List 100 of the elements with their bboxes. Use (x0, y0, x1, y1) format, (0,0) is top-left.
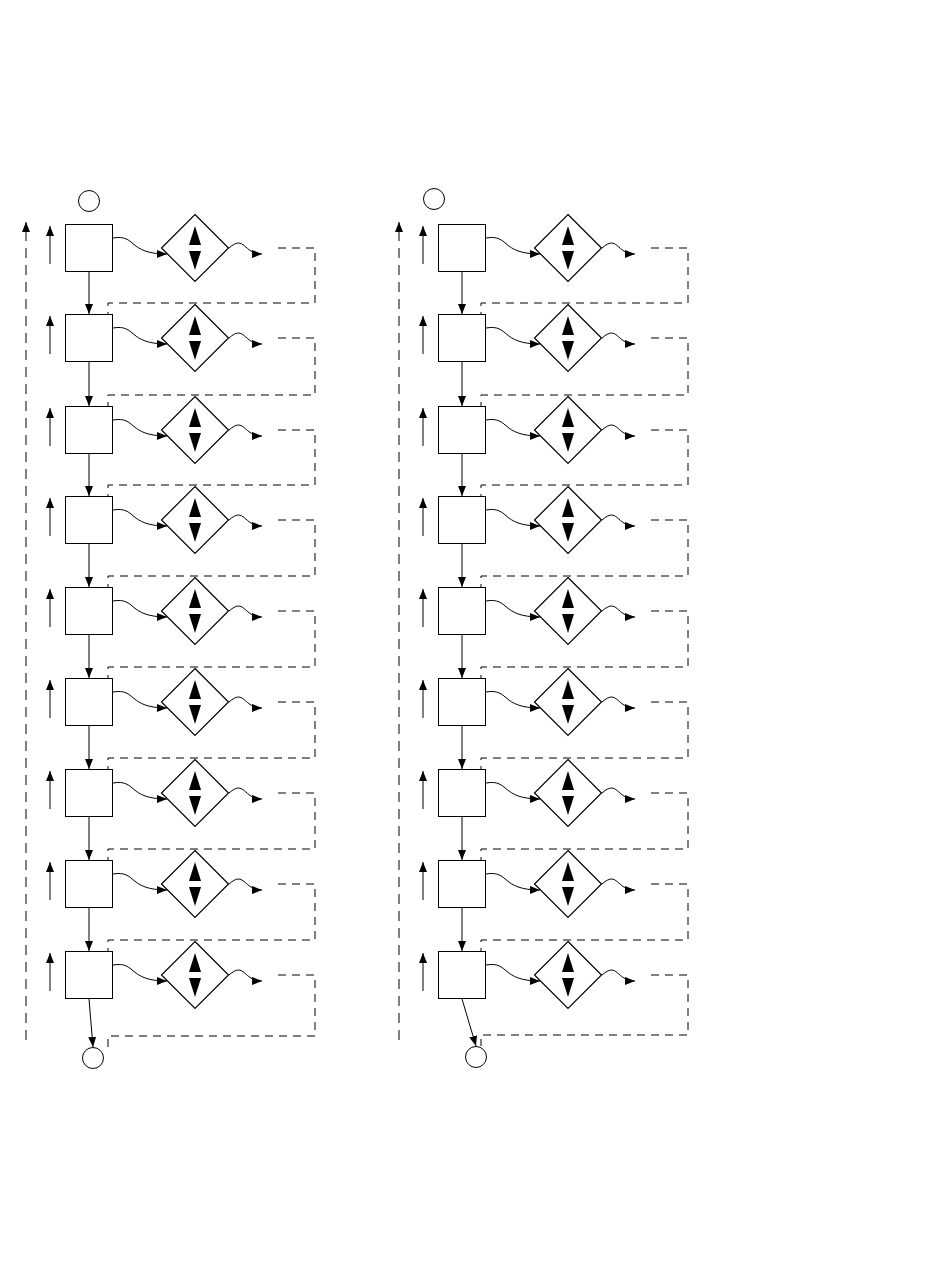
process-box (65, 314, 113, 362)
arrow (461, 998, 477, 1047)
curved-arrow (601, 878, 636, 894)
process-box (438, 678, 486, 726)
terminal-circle (465, 1046, 487, 1068)
curved-arrow (112, 690, 168, 712)
arrow (85, 907, 93, 952)
arrow (458, 271, 466, 315)
curved-arrow (601, 605, 636, 621)
curved-arrow (601, 696, 636, 712)
arrow (85, 725, 93, 770)
arrow (88, 998, 97, 1048)
process-box (438, 314, 486, 362)
decision-diamond (161, 759, 229, 827)
curved-arrow (228, 878, 263, 894)
curved-arrow (601, 787, 636, 803)
decision-diamond (161, 396, 229, 464)
dashed-line (107, 610, 316, 679)
curved-arrow (228, 696, 263, 712)
process-box (438, 769, 486, 817)
curved-arrow (228, 969, 263, 985)
decision-diamond (161, 577, 229, 645)
curved-arrow (485, 599, 541, 621)
decision-diamond (534, 668, 602, 736)
curved-arrow (112, 236, 168, 258)
decision-diamond (534, 850, 602, 918)
arrow (85, 543, 93, 588)
dashed-line (480, 701, 689, 770)
dashed-line (107, 883, 316, 952)
terminal-circle (82, 1047, 104, 1069)
process-box (65, 769, 113, 817)
decision-diamond (161, 304, 229, 372)
dashed-line (480, 974, 689, 1047)
curved-arrow (601, 514, 636, 530)
curved-arrow (485, 508, 541, 530)
curved-arrow (112, 326, 168, 348)
curved-arrow (601, 332, 636, 348)
dashed-line (480, 429, 689, 497)
decision-diamond (161, 850, 229, 918)
arrow (85, 453, 93, 497)
arrow (458, 816, 466, 861)
curved-arrow (485, 872, 541, 894)
decision-diamond (534, 577, 602, 645)
curved-arrow (228, 424, 263, 440)
curved-arrow (112, 508, 168, 530)
curved-arrow (112, 599, 168, 621)
curved-arrow (601, 424, 636, 440)
arrow (458, 907, 466, 952)
dashed-line (480, 883, 689, 952)
process-box (438, 406, 486, 454)
curved-arrow (485, 690, 541, 712)
arrow (458, 543, 466, 588)
arrow (85, 361, 93, 407)
dashed-line (480, 337, 689, 407)
dashed-line (480, 610, 689, 679)
curved-arrow (112, 872, 168, 894)
decision-diamond (161, 941, 229, 1009)
dashed-line (107, 247, 316, 315)
decision-diamond (534, 941, 602, 1009)
process-box (65, 406, 113, 454)
curved-arrow (228, 605, 263, 621)
decision-diamond (534, 396, 602, 464)
decision-diamond (534, 486, 602, 554)
process-box (65, 224, 113, 272)
curved-arrow (601, 242, 636, 258)
dashed-line (107, 429, 316, 497)
process-box (438, 860, 486, 908)
decision-diamond (161, 668, 229, 736)
curved-arrow (485, 781, 541, 803)
decision-diamond (161, 486, 229, 554)
terminal-circle (78, 190, 100, 212)
arrow (458, 361, 466, 407)
decision-diamond (161, 214, 229, 282)
arrow (85, 634, 93, 679)
dashed-line (107, 974, 316, 1048)
curved-arrow (112, 781, 168, 803)
dashed-line (107, 792, 316, 861)
arrow (85, 816, 93, 861)
curved-arrow (601, 969, 636, 985)
curved-arrow (485, 236, 541, 258)
curved-arrow (485, 963, 541, 985)
process-box (438, 587, 486, 635)
process-box (65, 496, 113, 544)
curved-arrow (485, 326, 541, 348)
process-box (438, 224, 486, 272)
curved-arrow (228, 787, 263, 803)
dashed-line (107, 519, 316, 588)
arrow (85, 271, 93, 315)
arrow (458, 634, 466, 679)
decision-diamond (534, 214, 602, 282)
curved-arrow (228, 332, 263, 348)
process-box (65, 678, 113, 726)
arrow (458, 453, 466, 497)
process-box (65, 951, 113, 999)
arrow (458, 725, 466, 770)
curved-arrow (228, 242, 263, 258)
decision-diamond (534, 759, 602, 827)
curved-arrow (112, 418, 168, 440)
dashed-line (480, 519, 689, 588)
dashed-line (107, 337, 316, 407)
